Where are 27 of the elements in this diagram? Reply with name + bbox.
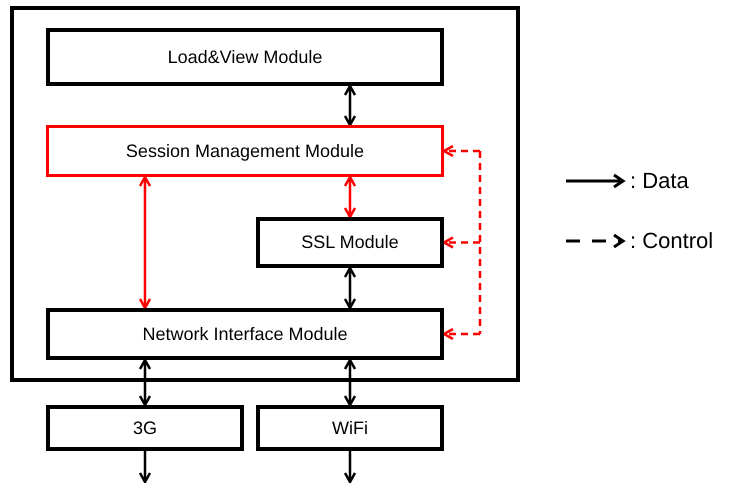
module-box (256, 405, 444, 451)
module-box (46, 405, 244, 451)
data-arrow (138, 176, 152, 310)
module-box (46, 125, 444, 177)
data-arrow (344, 84, 356, 126)
module-label: SSL Module (301, 232, 399, 253)
data-arrow (344, 358, 356, 406)
control-arrow (442, 144, 480, 158)
module-label: Load&View Module (168, 46, 322, 68)
control-arrow (442, 236, 480, 249)
data-arrow (344, 266, 356, 310)
system-frame (10, 6, 520, 382)
data-arrow (138, 451, 152, 484)
control-trunk-line (478, 151, 482, 334)
data-arrow (138, 358, 152, 406)
legend-label: : Control (630, 228, 714, 254)
module-label: Network Interface Module (142, 324, 348, 344)
module-label: 3G (132, 418, 157, 438)
legend-label: : Data (630, 168, 689, 194)
module-label: Session Management Module (126, 140, 364, 162)
module-label: WiFi (332, 418, 368, 438)
data-arrow (344, 176, 356, 218)
module-box (256, 217, 444, 268)
module-box (46, 28, 444, 86)
module-box (46, 308, 444, 360)
control-arrow (442, 328, 480, 340)
data-arrow (344, 451, 356, 484)
